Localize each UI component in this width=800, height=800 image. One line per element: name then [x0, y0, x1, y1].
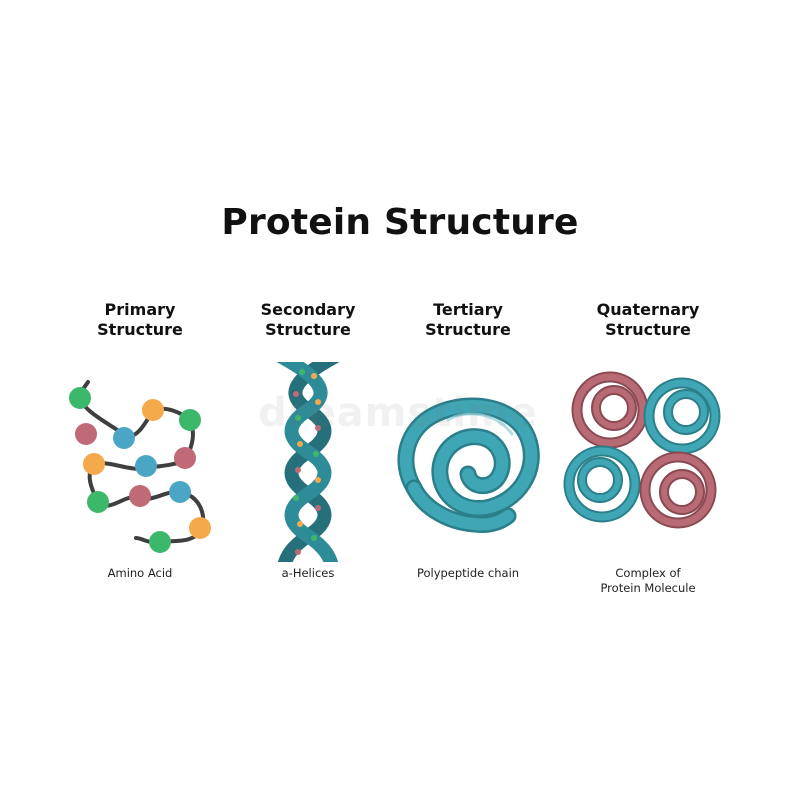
teal-subunit: [643, 377, 721, 455]
amino-bead: [189, 517, 211, 539]
rose-subunit: [571, 371, 649, 449]
amino-bead: [75, 423, 97, 445]
quaternary-structure-panel: Quaternary Structure: [558, 300, 738, 610]
secondary-structure-panel: Secondary Structure a-Helices: [218, 300, 398, 610]
diagram-title: Protein Structure: [221, 202, 579, 243]
amino-bead: [169, 481, 191, 503]
rose-subunit: [639, 451, 717, 529]
primary-structure-panel: Primary Structure Amino Acid: [50, 300, 230, 610]
amino-bead: [142, 399, 164, 421]
amino-acid-chain-icon: [69, 380, 211, 553]
primary-heading: Primary Structure: [97, 300, 183, 339]
quaternary-caption: Complex of Protein Molecule: [600, 566, 696, 595]
secondary-caption: a-Helices: [281, 566, 335, 580]
amino-bead: [174, 447, 196, 469]
amino-bead: [149, 531, 171, 553]
quaternary-heading: Quaternary Structure: [596, 300, 700, 339]
tertiary-caption: Polypeptide chain: [416, 566, 520, 580]
amino-bead: [129, 485, 151, 507]
alpha-helix-icon: [276, 362, 340, 562]
teal-subunit: [563, 445, 641, 523]
tertiary-structure-panel: Tertiary Structure Polypeptide chain: [378, 300, 558, 610]
amino-bead: [83, 453, 105, 475]
amino-bead: [69, 387, 91, 409]
amino-bead: [113, 427, 135, 449]
amino-bead: [87, 491, 109, 513]
secondary-heading: Secondary Structure: [260, 300, 356, 339]
quaternary-complex-icon: [563, 371, 721, 529]
amino-bead: [179, 409, 201, 431]
primary-caption: Amino Acid: [107, 566, 173, 580]
tertiary-coil-icon: [397, 397, 540, 533]
tertiary-heading: Tertiary Structure: [425, 300, 511, 339]
amino-bead: [135, 455, 157, 477]
